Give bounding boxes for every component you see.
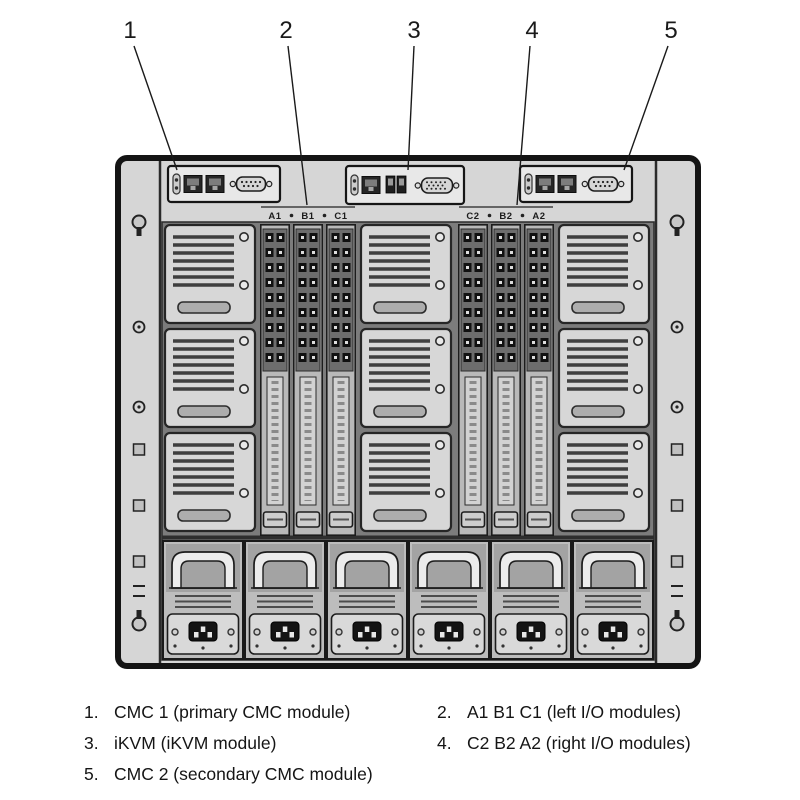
usb-port-icon: [396, 175, 407, 194]
callout-number-3: 3: [407, 17, 420, 44]
io-label-b2: B2: [499, 211, 512, 222]
callout-number-1: 1: [123, 17, 136, 44]
legend: 1. CMC 1 (primary CMC module) 2. A1 B1 C…: [0, 690, 800, 800]
led-dot-icon: [289, 213, 294, 218]
callout-leader-1: [133, 45, 178, 171]
fan-module: [557, 431, 651, 533]
psu-module-3: [326, 540, 408, 660]
psu-module-6: [572, 540, 654, 660]
ikvm-module: [344, 164, 466, 206]
led-dot-icon: [322, 213, 327, 218]
chassis-rear-diagram: A1 B1 C1 C2 B2 A2 1 2 3 4 5: [115, 17, 701, 669]
callout-leader-2: [287, 45, 308, 206]
ethernet-port-icon: [183, 175, 203, 193]
io-module-c1: [327, 225, 355, 535]
fan-module: [163, 431, 257, 533]
legend-item-4: 4. C2 B2 A2 (right I/O modules): [437, 733, 691, 754]
legend-item-3: 3. iKVM (iKVM module): [84, 733, 276, 754]
legend-number: 2.: [437, 702, 452, 722]
ethernet-port-icon: [361, 176, 381, 194]
legend-number: 4.: [437, 733, 452, 753]
usb-port-icon: [385, 175, 396, 194]
cmc2-module: [518, 164, 634, 204]
legend-item-1: 1. CMC 1 (primary CMC module): [84, 702, 350, 723]
io-label-a1: A1: [268, 211, 281, 222]
psu-module-2: [244, 540, 326, 660]
callout-leader-3: [407, 45, 415, 171]
ethernet-port-icon: [535, 175, 555, 193]
legend-item-2: 2. A1 B1 C1 (left I/O modules): [437, 702, 681, 723]
legend-text: C2 B2 A2 (right I/O modules): [467, 733, 691, 753]
legend-text: CMC 1 (primary CMC module): [114, 702, 351, 722]
io-module-b2: [492, 225, 520, 535]
fan-module: [163, 327, 257, 429]
led-dot-icon: [487, 213, 492, 218]
status-led-icon: [350, 174, 359, 196]
legend-text: A1 B1 C1 (left I/O modules): [467, 702, 681, 722]
cmc1-module: [166, 164, 282, 204]
ethernet-port-icon: [205, 175, 225, 193]
fan-module: [359, 223, 453, 325]
led-dot-icon: [520, 213, 525, 218]
io-label-c2: C2: [466, 211, 479, 222]
io-label-c1: C1: [334, 211, 347, 222]
io-label-b1: B1: [301, 211, 314, 222]
legend-number: 5.: [84, 764, 99, 784]
psu-module-1: [162, 540, 244, 660]
callout-number-5: 5: [664, 17, 677, 44]
io-module-a2: [525, 225, 553, 535]
callout-leader-4: [516, 45, 531, 206]
psu-module-4: [408, 540, 490, 660]
status-led-icon: [172, 173, 181, 195]
io-module-c2: [459, 225, 487, 535]
psu-module-5: [490, 540, 572, 660]
callout-number-4: 4: [525, 17, 538, 44]
callout-leader-5: [623, 45, 669, 171]
ethernet-port-icon: [557, 175, 577, 193]
legend-number: 1.: [84, 702, 99, 722]
io-label-a2: A2: [532, 211, 545, 222]
fan-module: [163, 223, 257, 325]
fan-module: [557, 223, 651, 325]
fan-module: [557, 327, 651, 429]
io-module-a1: [261, 225, 289, 535]
chassis-diagram-svg: A1 B1 C1 C2 B2 A2 1 2 3 4 5: [115, 17, 701, 669]
status-led-icon: [524, 173, 533, 195]
callout-number-2: 2: [279, 17, 292, 44]
fan-module: [359, 327, 453, 429]
legend-number: 3.: [84, 733, 99, 753]
legend-text: iKVM (iKVM module): [114, 733, 277, 753]
legend-text: CMC 2 (secondary CMC module): [114, 764, 373, 784]
io-module-b1: [294, 225, 322, 535]
legend-item-5: 5. CMC 2 (secondary CMC module): [84, 764, 373, 785]
fan-module: [359, 431, 453, 533]
